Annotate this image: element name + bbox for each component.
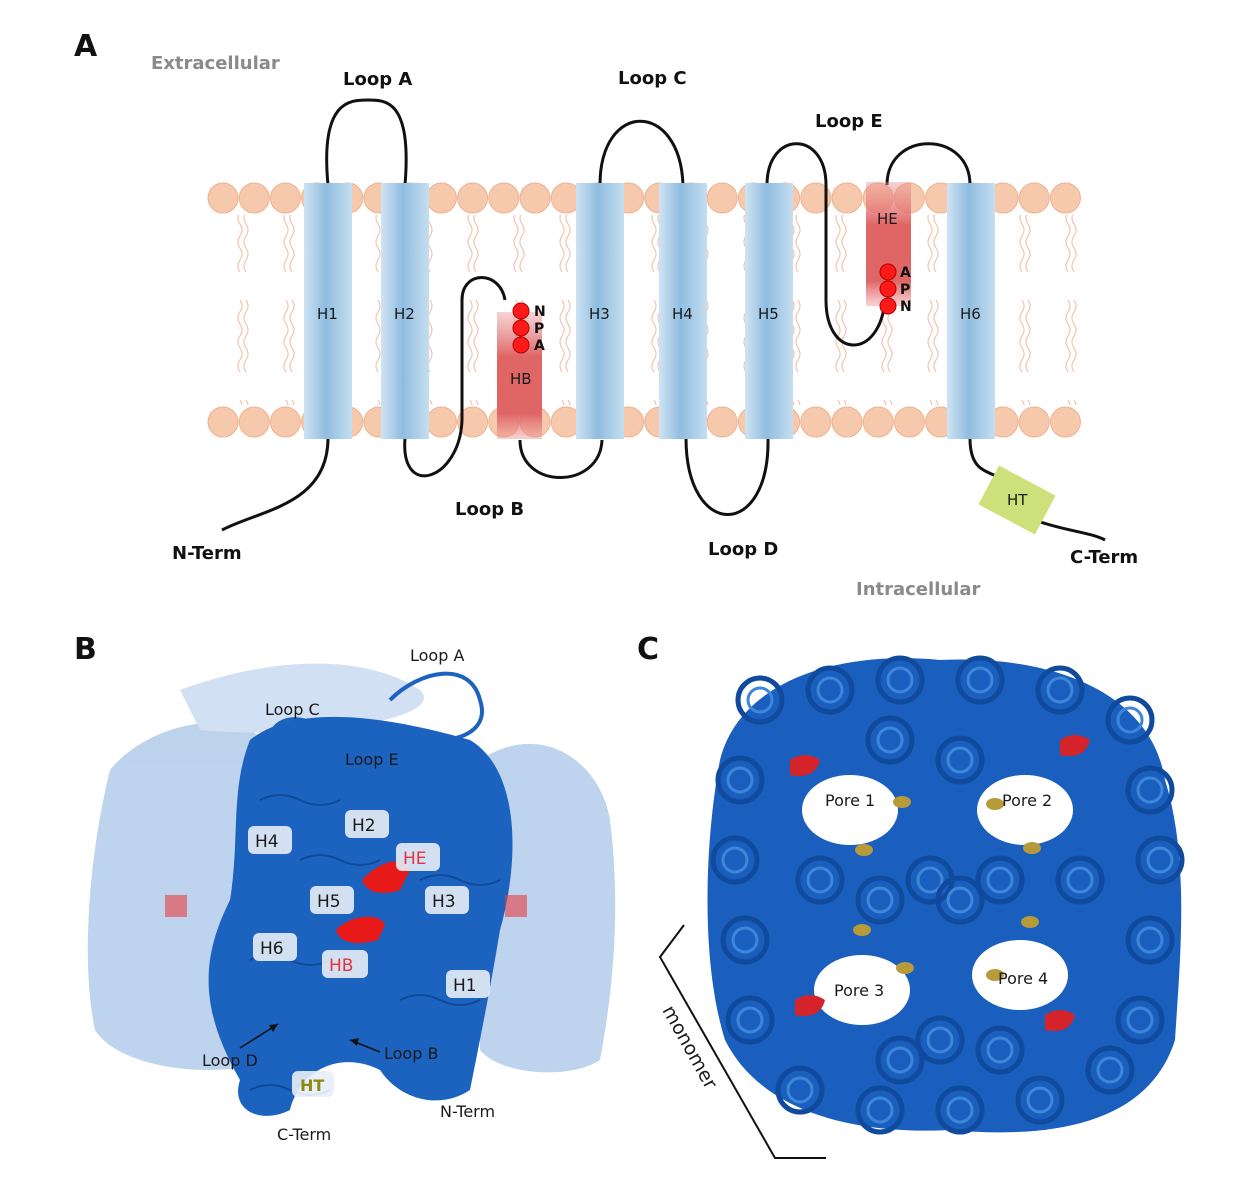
b-loop-d-label: Loop D: [202, 1051, 258, 1070]
lipid-head: [239, 407, 269, 437]
loop-c-label: Loop C: [618, 68, 687, 89]
b-loop-e-label: Loop E: [345, 750, 399, 769]
lipid-head: [489, 183, 519, 213]
motif-letter: N: [534, 304, 546, 320]
hb-label: HB: [510, 370, 532, 388]
he-label: HE: [877, 210, 898, 228]
b-ht-label: HT: [300, 1076, 324, 1095]
pore-2-label: Pore 2: [1002, 791, 1052, 810]
extracellular-label: Extracellular: [151, 53, 280, 74]
b-h2-label: H2: [352, 816, 376, 836]
helix-label: H2: [394, 305, 415, 323]
b-h6-label: H6: [260, 939, 284, 959]
helix-label: H3: [589, 305, 610, 323]
motif-dot: [880, 298, 896, 314]
b-h4-label: H4: [255, 832, 279, 852]
loop-b-label: Loop B: [455, 499, 524, 520]
helix-label: H1: [317, 305, 338, 323]
motif-dot: [513, 303, 529, 319]
lipid-head: [801, 407, 831, 437]
lipid-head: [894, 407, 924, 437]
panel-letter-c: C: [637, 632, 659, 667]
motif-dot: [880, 281, 896, 297]
motif-letter: P: [900, 282, 910, 298]
motif-dot: [513, 337, 529, 353]
neighbour-red-right: [505, 895, 527, 917]
lipid-head: [1019, 407, 1049, 437]
ht-label: HT: [1007, 491, 1028, 509]
helix-label: H5: [758, 305, 779, 323]
neighbour-red-left: [165, 895, 187, 917]
pore-1-label: Pore 1: [825, 791, 875, 810]
b-he-label: HE: [403, 849, 427, 869]
b-c-term-label: C-Term: [277, 1125, 331, 1144]
lipid-head: [270, 407, 300, 437]
lipid-head: [707, 407, 737, 437]
loop-c-line: [600, 121, 683, 185]
intracellular-label: Intracellular: [856, 579, 980, 600]
lipid-head: [426, 407, 456, 437]
helix-label: H6: [960, 305, 981, 323]
b-h3-label: H3: [432, 892, 456, 912]
loop-a-line: [327, 100, 406, 185]
lipid-head: [1050, 183, 1080, 213]
b-loop-b-label: Loop B: [384, 1044, 438, 1063]
panel-a: A Extracellular Intracellular H1 H2 H3 H4 H5…: [74, 29, 1138, 600]
loop-d-line: [686, 438, 768, 515]
loop-b2-line: [520, 440, 602, 478]
motif-letter: A: [534, 338, 545, 354]
motif-letter: N: [900, 299, 912, 315]
n-term-line: [222, 438, 328, 530]
lipid-head: [458, 183, 488, 213]
b-h5-label: H5: [317, 892, 341, 912]
loop-a-label: Loop A: [343, 69, 412, 90]
lipid-head: [832, 407, 862, 437]
b-hb-label: HB: [329, 956, 353, 976]
lipid-head: [707, 183, 737, 213]
lipid-head: [1050, 407, 1080, 437]
pore-1-cavity: [802, 775, 898, 845]
npa-motif-hb: N P A: [513, 303, 546, 354]
pore-4-label: Pore 4: [998, 969, 1048, 988]
lipid-head: [270, 183, 300, 213]
c-term-line-1: [970, 438, 1000, 478]
aquaporin-tetramer: Pore 1 Pore 2 Pore 3 Pore 4: [708, 658, 1183, 1132]
n-term-label: N-Term: [172, 543, 242, 564]
loop-e2-line: [887, 144, 970, 185]
c-term-line-2: [1035, 520, 1105, 540]
motif-letter: P: [534, 321, 544, 337]
panel-letter-a: A: [74, 29, 98, 64]
b-loop-a-label: Loop A: [410, 646, 464, 665]
panel-b: B H4: [74, 632, 615, 1144]
lipid-head: [520, 183, 550, 213]
lipid-head: [208, 407, 238, 437]
panel-letter-b: B: [74, 632, 97, 667]
c-term-label: C-Term: [1070, 547, 1138, 568]
b-loop-c-label: Loop C: [265, 700, 320, 719]
loop-e-label: Loop E: [815, 111, 883, 132]
pore-3-label: Pore 3: [834, 981, 884, 1000]
b-h1-label: H1: [453, 976, 477, 996]
pore-2-cavity: [977, 775, 1073, 845]
lipid-head: [1019, 183, 1049, 213]
npa-motif-he: A P N: [880, 264, 912, 315]
lipid-head: [208, 183, 238, 213]
b-n-term-label: N-Term: [440, 1102, 495, 1121]
loop-d-label: Loop D: [708, 539, 778, 560]
motif-dot: [880, 264, 896, 280]
helix-label: H4: [672, 305, 693, 323]
lipid-head: [832, 183, 862, 213]
motif-dot: [513, 320, 529, 336]
panel-c: C Pore 1 Pore 2 Pore: [637, 632, 1182, 1158]
lipid-head: [863, 407, 893, 437]
motif-letter: A: [900, 265, 911, 281]
lipid-head: [426, 183, 456, 213]
lipid-head: [239, 183, 269, 213]
